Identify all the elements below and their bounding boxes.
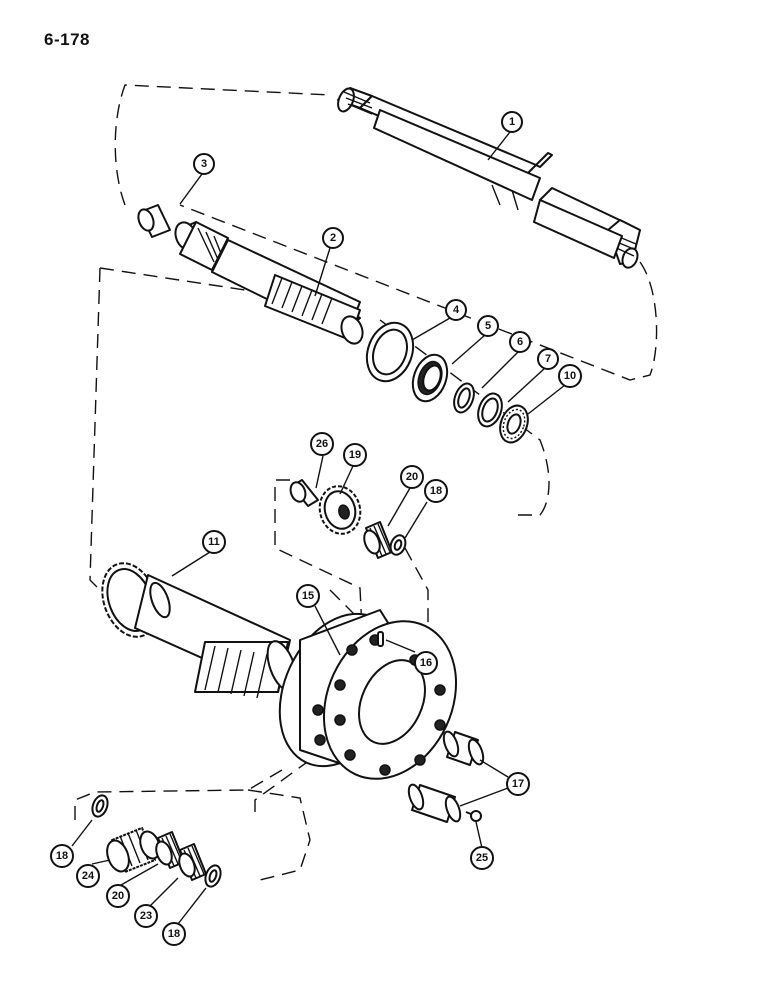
callout-20-upper-label: 20 (406, 471, 418, 483)
bushing-part-3 (137, 204, 171, 238)
bushing-part-26 (289, 479, 319, 507)
shaft-part-1 (337, 87, 641, 269)
callout-5-label: 5 (485, 320, 491, 332)
callout-18-right-label: 18 (168, 928, 180, 940)
key-part-16 (377, 631, 384, 647)
callout-26-label: 26 (316, 438, 328, 450)
leader-lines (71, 131, 566, 925)
callout-2: 2 (322, 227, 344, 249)
callout-20-lower: 20 (106, 884, 130, 908)
callout-25-label: 25 (476, 852, 488, 864)
thrust-bearing-part-10 (499, 404, 529, 444)
callout-24-label: 24 (82, 870, 95, 882)
callout-6-label: 6 (517, 336, 523, 348)
callout-6: 6 (509, 331, 531, 353)
callout-18-left-label: 18 (56, 850, 68, 862)
callout-11: 11 (202, 530, 226, 554)
callout-5: 5 (477, 315, 499, 337)
housing-part-15 (278, 609, 458, 780)
callout-16-label: 16 (420, 657, 432, 669)
washer-part-7 (477, 392, 503, 428)
callout-23-label: 23 (140, 910, 152, 922)
callout-10-label: 10 (564, 370, 576, 382)
assembly-line-mid (99, 267, 550, 516)
needle-bearing-part-20-upper (363, 521, 393, 559)
assembly-line-left (89, 267, 101, 591)
callout-7-label: 7 (545, 353, 551, 365)
callout-1-label: 1 (509, 116, 515, 128)
assembly-line-lower (74, 769, 311, 881)
page-number: 6-178 (44, 30, 90, 49)
callout-24: 24 (76, 864, 100, 888)
screw-part-25 (465, 810, 482, 822)
callout-10: 10 (558, 364, 582, 388)
callout-19: 19 (343, 443, 367, 467)
callout-18-upper: 18 (424, 479, 448, 503)
callout-18-left: 18 (50, 844, 74, 868)
callout-7: 7 (537, 348, 559, 370)
gear-part-19 (318, 485, 362, 535)
seal-part-4 (365, 321, 415, 383)
bearing-part-5 (411, 353, 449, 403)
callout-19-label: 19 (349, 449, 361, 461)
callout-1: 1 (501, 111, 523, 133)
callout-3-label: 3 (201, 158, 207, 170)
callout-18-upper-label: 18 (430, 485, 442, 497)
assembly-line-upper (114, 84, 331, 206)
needle-bearing-part-23 (178, 843, 207, 881)
callout-2-label: 2 (330, 232, 336, 244)
callout-11-label: 11 (208, 536, 220, 548)
callout-20-lower-label: 20 (112, 890, 124, 902)
gear-shaft-part-11 (101, 562, 298, 699)
callout-18-right: 18 (162, 922, 186, 946)
pin-part-17-lower (407, 783, 462, 823)
callout-4: 4 (445, 299, 467, 321)
washer-part-18-left (91, 794, 109, 818)
assembly-line-lower-right (254, 759, 311, 812)
callout-26: 26 (310, 432, 334, 456)
washer-part-18-upper (389, 534, 407, 556)
callout-17-label: 17 (512, 778, 524, 790)
callout-3: 3 (193, 153, 215, 175)
assembly-line-shaft-right (179, 204, 658, 381)
shaft-part-2 (174, 221, 364, 345)
callout-16: 16 (414, 651, 438, 675)
pin-part-17-upper (442, 730, 485, 766)
gear-part-24 (106, 827, 161, 873)
callout-23: 23 (134, 904, 158, 928)
snap-ring-part-6 (453, 382, 475, 414)
callout-17: 17 (506, 772, 530, 796)
washer-part-18-right (204, 864, 222, 888)
callout-15-label: 15 (302, 590, 314, 602)
callout-4-label: 4 (453, 304, 460, 316)
callout-25: 25 (470, 846, 494, 870)
callout-15: 15 (296, 584, 320, 608)
callout-20-upper: 20 (400, 465, 424, 489)
